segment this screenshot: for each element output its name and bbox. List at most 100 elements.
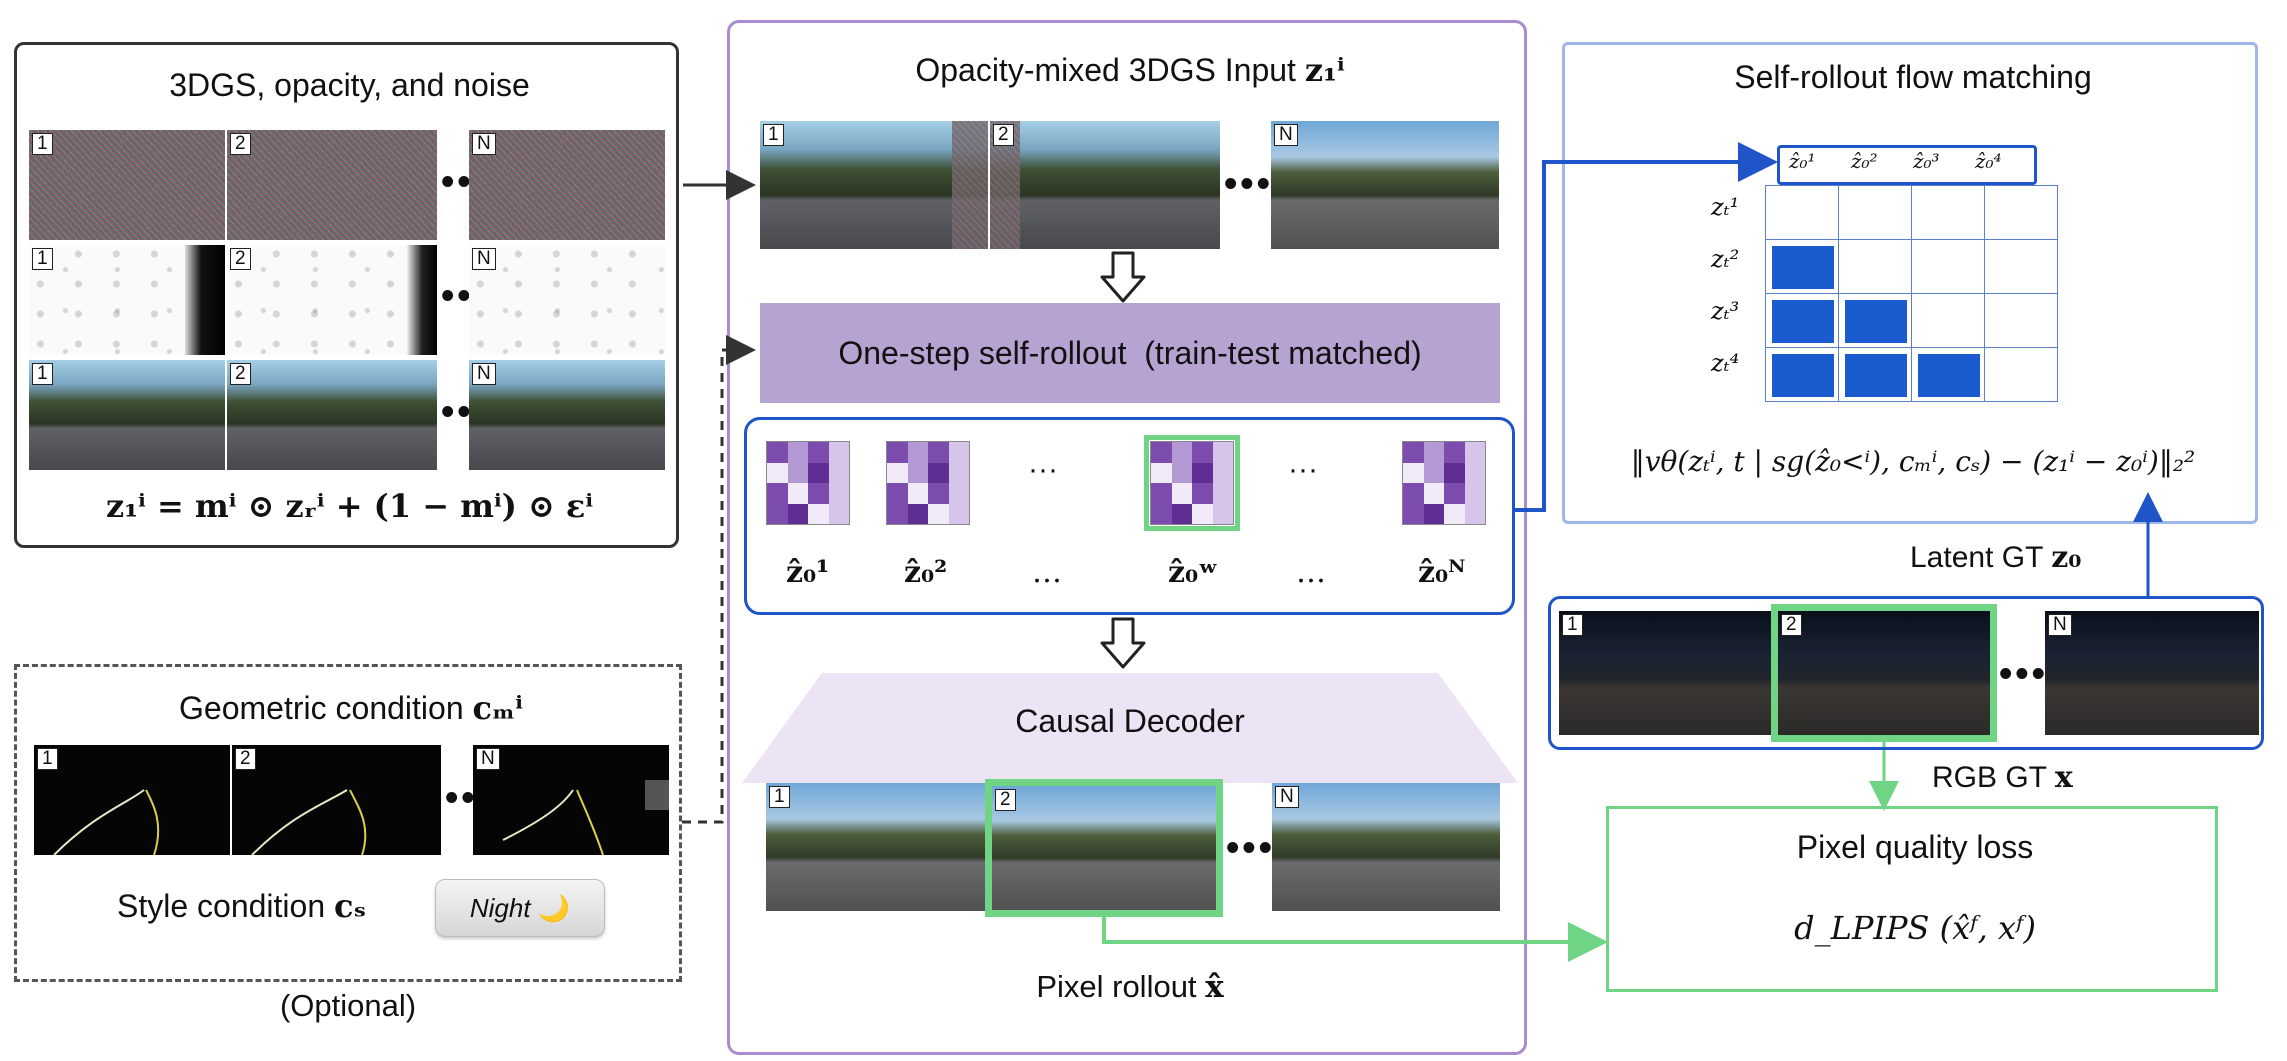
latent-label-1: ẑ₀¹ — [786, 555, 830, 590]
attention-cell-fill — [1772, 246, 1834, 289]
input-title: Opacity-mixed 3DGS Input z₁ⁱ — [730, 51, 1530, 89]
night-badge-label: Night — [469, 893, 531, 923]
rgb-gt-text: RGB GT — [1932, 761, 2047, 794]
frame-number: 1 — [32, 133, 53, 155]
panel-pixel-quality-loss: Pixel quality loss d_LPIPS (x̂ᶠ, xᶠ) — [1606, 806, 2218, 992]
frame-number: 2 — [993, 124, 1014, 146]
style-condition-label: Style condition — [117, 888, 326, 924]
gt-frame-n: N — [2045, 611, 2259, 735]
latent-label-2: ẑ₀² — [904, 555, 948, 590]
pixel-rollout-label: Pixel rollout — [1036, 969, 1197, 1004]
frame-number: N — [476, 748, 500, 770]
latent-gt-text: Latent GT — [1910, 541, 2043, 574]
attention-cell — [1765, 347, 1839, 402]
latent-tile-1 — [766, 441, 850, 525]
flow-matching-title: Self-rollout flow matching — [1734, 59, 2092, 95]
ellipsis-icon: ••• — [1226, 827, 1275, 869]
latent-label-n: ẑ₀ᴺ — [1418, 555, 1466, 590]
latent-gap-ellipsis: ··· — [1288, 453, 1318, 486]
geometric-condition-label: Geometric condition — [179, 690, 464, 726]
attention-cell-fill — [1772, 354, 1834, 397]
noise-frame-2: 2 — [227, 130, 437, 240]
decoded-frame-2: 2 — [985, 779, 1223, 917]
latent-tile-2 — [886, 441, 970, 525]
pixel-rollout-symbol: x̂ — [1205, 969, 1224, 1005]
mixing-equation: z₁ⁱ = mⁱ ⊙ zᵣⁱ + (1 − mⁱ) ⊙ εⁱ — [105, 487, 594, 525]
render-frame-1: 1 — [29, 360, 225, 470]
frame-number: 2 — [995, 789, 1016, 811]
flow-loss-equation: ‖vθ(zₜⁱ, t | sg(ẑ₀<ⁱ), cₘⁱ, cₛ) − (z₁ⁱ −… — [1565, 445, 2261, 478]
row-label-3: zₜ³ — [1711, 297, 1740, 325]
opacity-frame-1: 1 — [29, 245, 225, 355]
pixel-loss-equation: d_LPIPS (x̂ᶠ, xᶠ) — [1794, 909, 2036, 947]
attention-cell-fill — [1772, 300, 1834, 343]
panel-3dgs-opacity-noise: 3DGS, opacity, and noise 1 2 ••• N 1 2 •… — [14, 42, 679, 548]
frame-number: 2 — [230, 363, 251, 385]
frame-number: N — [1275, 786, 1299, 808]
input-frame-2: 2 — [990, 121, 1220, 249]
ellipsis-icon: ••• — [1224, 163, 1273, 205]
geometry-frame-n: N — [473, 745, 669, 855]
frame-number: 1 — [1562, 614, 1583, 636]
geometric-condition-title: Geometric condition cₘⁱ — [17, 689, 685, 727]
opacity-frame-2: 2 — [227, 245, 437, 355]
one-step-self-rollout-box: One-step self-rollout (train-test matche… — [760, 303, 1500, 403]
frame-number: 2 — [1781, 614, 1802, 636]
latent-gap-ellipsis: ··· — [1028, 453, 1058, 486]
frame-number: 1 — [763, 124, 784, 146]
noise-frame-n: N — [469, 130, 665, 240]
down-arrow-icon — [1100, 617, 1146, 669]
latent-label-dots: … — [1296, 555, 1326, 590]
input-title-symbol: z₁ⁱ — [1304, 51, 1345, 89]
latent-tile-n — [1402, 441, 1486, 525]
rgb-gt-symbol: x — [2054, 760, 2073, 795]
opacity-frame-n: N — [469, 245, 665, 355]
frame-number: 1 — [32, 248, 53, 270]
frame-number: 2 — [230, 248, 251, 270]
causal-decoder-label: Causal Decoder — [1015, 703, 1245, 739]
frame-number: N — [472, 248, 496, 270]
panel-ground-truth-frames: 1 2 ••• N — [1548, 596, 2264, 750]
render-frame-2: 2 — [227, 360, 437, 470]
latent-gt-label: Latent GT z₀ — [1910, 540, 2081, 575]
col-label-4: ẑ₀⁴ — [1975, 149, 2002, 173]
render-frame-n: N — [469, 360, 665, 470]
col-label-3: ẑ₀³ — [1913, 149, 1940, 173]
style-condition-row: Style condition cₛ — [117, 887, 366, 925]
causal-decoder-shape — [742, 673, 1518, 783]
geometry-frame-2: 2 — [232, 745, 441, 855]
latent-gt-symbol: z₀ — [2051, 540, 2082, 575]
attention-cell — [1838, 347, 1912, 402]
pixel-rollout-caption: Pixel rollout x̂ — [730, 969, 1530, 1005]
panel-3dgs-title: 3DGS, opacity, and noise — [169, 67, 530, 103]
rgb-gt-label: RGB GT x — [1932, 760, 2073, 795]
frame-number: 2 — [230, 133, 251, 155]
attention-cell — [1984, 347, 2058, 402]
pixel-loss-title: Pixel quality loss — [1796, 829, 2034, 865]
geometric-condition-symbol: cₘⁱ — [472, 689, 523, 727]
latent-rollout-box — [744, 417, 1515, 615]
input-frame-n: N — [1271, 121, 1499, 249]
row-label-1: zₜ¹ — [1711, 193, 1740, 221]
geometry-frame-1: 1 — [34, 745, 230, 855]
latent-label-w: ẑ₀ʷ — [1168, 555, 1219, 590]
gt-frame-2: 2 — [1771, 604, 1997, 742]
input-frame-1: 1 — [760, 121, 988, 249]
flow-loss-text: ‖vθ(zₜⁱ, t | sg(ẑ₀<ⁱ), cₘⁱ, cₛ) − (z₁ⁱ −… — [1630, 445, 2196, 478]
row-label-4: zₜ⁴ — [1711, 349, 1740, 377]
causal-attention-grid — [1765, 185, 2058, 402]
column-header-box — [1777, 145, 2037, 185]
frame-number: N — [472, 133, 496, 155]
attention-cell-fill — [1845, 300, 1907, 343]
input-title-label: Opacity-mixed 3DGS Input — [915, 52, 1296, 88]
frame-number: 1 — [37, 748, 58, 770]
frame-number: 2 — [235, 748, 256, 770]
frame-number: 1 — [769, 786, 790, 808]
style-condition-symbol: cₛ — [334, 887, 367, 925]
frame-number: N — [472, 363, 496, 385]
latent-label-dots: … — [1032, 555, 1062, 590]
moon-icon: 🌙 — [537, 893, 571, 923]
gt-frame-1: 1 — [1559, 611, 1773, 735]
night-style-badge: Night 🌙 — [435, 879, 605, 937]
attention-cell-fill — [1845, 354, 1907, 397]
